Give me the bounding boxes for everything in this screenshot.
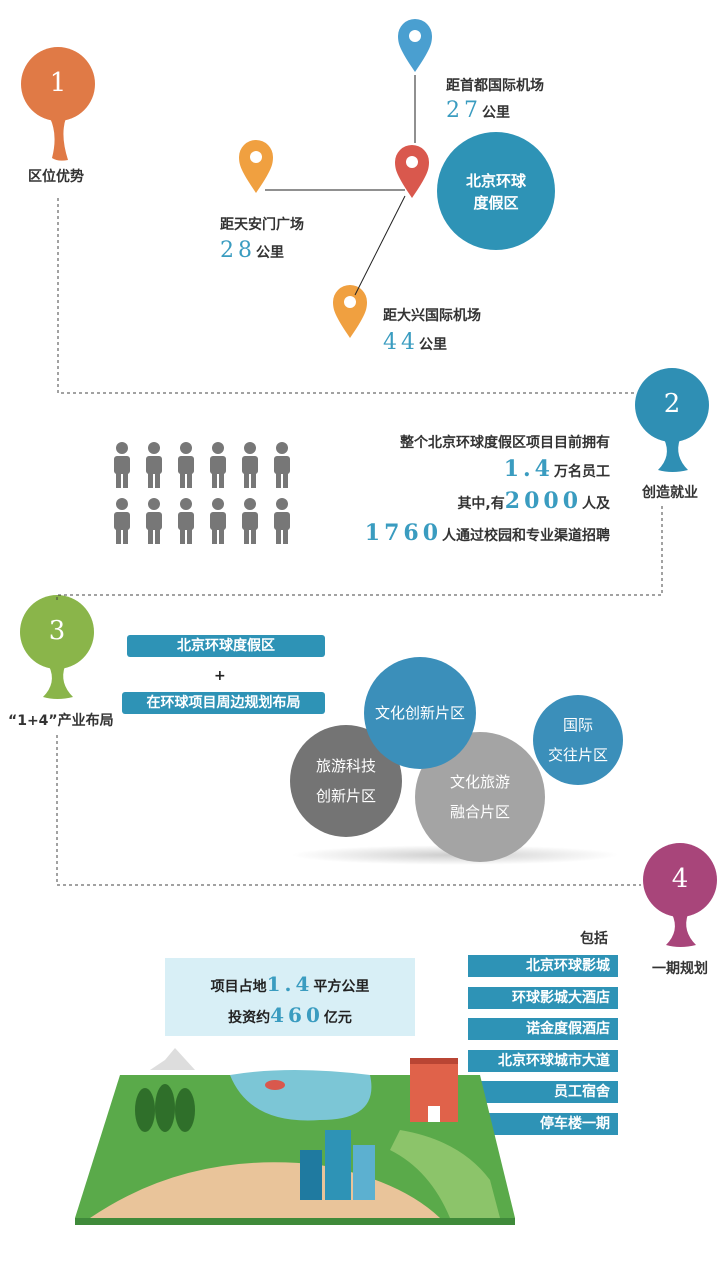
people-icons bbox=[114, 442, 290, 544]
marker-4-shape bbox=[643, 843, 717, 947]
section-1-number: 1 bbox=[49, 68, 67, 98]
phase1-summary: 项目占地1.4平方公里 投资约460亿元 bbox=[165, 958, 415, 1036]
phase1-item: 停车楼一期 bbox=[468, 1112, 618, 1135]
section-2-number: 2 bbox=[663, 389, 681, 419]
pin-tiananmen-icon bbox=[239, 140, 273, 193]
zone-line: 文化旅游 bbox=[449, 773, 510, 791]
pin-resort-icon bbox=[395, 145, 429, 198]
distance-value: 28 bbox=[220, 238, 256, 263]
hotel-icon bbox=[410, 1058, 458, 1122]
jobs-count1: 2000 bbox=[504, 488, 582, 514]
person-icon bbox=[210, 498, 226, 544]
section-1-title: 区位优势 bbox=[28, 169, 84, 185]
distance-label-daxing: 距大兴国际机场 bbox=[383, 308, 481, 324]
distance-label-tiananmen: 距天安门广场 bbox=[220, 217, 304, 233]
tree-icons bbox=[135, 1084, 195, 1132]
resort-name-line1: 北京环球 bbox=[465, 172, 526, 190]
distance-unit: 公里 bbox=[256, 245, 284, 261]
phase1-item: 员工宿舍 bbox=[468, 1081, 618, 1103]
buildings-icon bbox=[300, 1130, 375, 1200]
jobs-suffix: 人及 bbox=[582, 496, 610, 512]
jobs-line1: 整个北京环球度假区项目目前拥有 bbox=[400, 435, 610, 451]
invest-prefix: 投资约 bbox=[228, 1010, 271, 1026]
pin-daxing-airport-icon bbox=[333, 285, 367, 338]
person-icon bbox=[114, 498, 130, 544]
section-4-number: 4 bbox=[671, 864, 689, 894]
pill-resort: 北京环球度假区 bbox=[127, 635, 325, 657]
zone-international: 国际交往片区 bbox=[533, 695, 623, 785]
area-unit: 平方公里 bbox=[313, 979, 370, 995]
jobs-count2: 1760 bbox=[364, 520, 442, 546]
jobs-line4: 1760人通过校园和专业渠道招聘 bbox=[365, 520, 610, 546]
invest-value: 460 bbox=[270, 1003, 324, 1027]
resort-circle: 北京环球 度假区 bbox=[437, 132, 555, 250]
marker-3-shape bbox=[20, 595, 94, 699]
invest-unit: 亿元 bbox=[323, 1010, 352, 1026]
distance-value: 27 bbox=[446, 98, 482, 123]
zone-line: 交往片区 bbox=[547, 746, 608, 764]
phase1-item: 诺金度假酒店 bbox=[468, 1018, 618, 1040]
marker-1-shape bbox=[21, 47, 95, 161]
zone-line: 文化创新片区 bbox=[374, 704, 465, 722]
jobs-prefix: 其中,有 bbox=[457, 496, 505, 512]
person-icon bbox=[242, 442, 258, 488]
person-icon bbox=[274, 442, 290, 488]
distance-capital: 27公里 bbox=[446, 98, 510, 123]
jobs-suffix2: 人通过校园和专业渠道招聘 bbox=[442, 528, 610, 544]
jobs-total-unit: 万名员工 bbox=[554, 464, 610, 480]
distance-daxing: 44公里 bbox=[383, 330, 447, 355]
pin-capital-airport-icon bbox=[398, 19, 432, 72]
area-value: 1.4 bbox=[266, 972, 314, 996]
person-icon bbox=[274, 498, 290, 544]
person-icon bbox=[178, 442, 194, 488]
pill-surrounding: 在环球项目周边规划布局 bbox=[122, 692, 325, 714]
resort-name-line2: 度假区 bbox=[473, 194, 519, 212]
zone-culture-innovation: 文化创新片区 bbox=[364, 657, 476, 769]
distance-unit: 公里 bbox=[419, 337, 447, 353]
person-icon bbox=[146, 442, 162, 488]
zone-line: 旅游科技 bbox=[315, 757, 376, 775]
distance-tiananmen: 28公里 bbox=[220, 238, 284, 263]
jobs-line2: 1.4万名员工 bbox=[504, 456, 610, 482]
zone-line: 融合片区 bbox=[449, 803, 510, 821]
includes-label: 包括 bbox=[580, 931, 608, 947]
area-prefix: 项目占地 bbox=[210, 979, 267, 995]
fish-icon bbox=[265, 1080, 285, 1090]
zone-line: 国际 bbox=[562, 716, 593, 734]
person-icon bbox=[242, 498, 258, 544]
person-icon bbox=[114, 442, 130, 488]
person-icon bbox=[210, 442, 226, 488]
jobs-line3: 其中,有2000人及 bbox=[457, 488, 610, 514]
marker-2-shape bbox=[635, 368, 709, 472]
section-3-title: “1+4”产业布局 bbox=[8, 713, 114, 729]
park-map-illustration bbox=[75, 1048, 515, 1225]
phase1-item: 北京环球影城 bbox=[468, 955, 618, 977]
plus-sign: + bbox=[214, 668, 226, 684]
person-icon bbox=[178, 498, 194, 544]
section-2-title: 创造就业 bbox=[642, 485, 698, 501]
distance-value: 44 bbox=[383, 330, 419, 355]
distance-unit: 公里 bbox=[482, 105, 510, 121]
phase1-item: 环球影城大酒店 bbox=[468, 986, 618, 1009]
phase1-item: 北京环球城市大道 bbox=[468, 1049, 618, 1072]
jobs-total: 1.4 bbox=[503, 456, 554, 482]
zone-line: 创新片区 bbox=[315, 787, 376, 805]
section-4-title: 一期规划 bbox=[652, 961, 708, 977]
section-3-number: 3 bbox=[48, 616, 66, 646]
person-icon bbox=[146, 498, 162, 544]
distance-label-capital: 距首都国际机场 bbox=[446, 78, 544, 94]
